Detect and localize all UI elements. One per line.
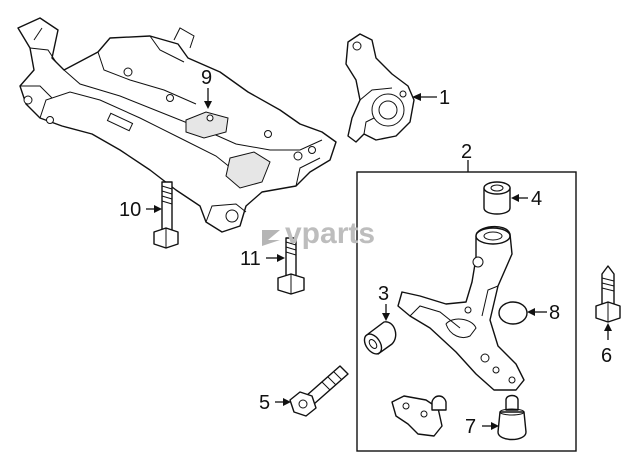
crossmember-icon [17, 17, 337, 233]
callout-10: 10 [119, 199, 141, 221]
bolt-11-icon [277, 237, 305, 295]
callout-4: 4 [531, 188, 542, 210]
callout-3: 3 [378, 283, 389, 305]
watermark-text: vparts [285, 217, 375, 250]
assembly-frame [356, 171, 577, 452]
watermark-logo: vparts [262, 217, 375, 250]
bolt-10-icon [153, 181, 179, 249]
callout-2: 2 [461, 141, 472, 163]
steering-knuckle-icon [345, 33, 415, 143]
bushing-4-icon [483, 181, 511, 215]
bushing-3-icon [363, 321, 397, 355]
callout-9: 9 [201, 67, 212, 89]
lower-control-arm-icon [397, 226, 525, 391]
bolt-5-icon [289, 365, 349, 417]
leaders [146, 88, 612, 430]
callout-8: 8 [549, 302, 560, 324]
callout-5: 5 [259, 392, 270, 414]
callout-7: 7 [465, 416, 476, 438]
callout-1: 1 [439, 87, 450, 109]
ball-joint-7-icon [497, 394, 527, 441]
callout-6: 6 [601, 345, 612, 367]
bolt-6-icon [595, 265, 621, 323]
callout-11: 11 [240, 248, 261, 270]
ball-joint-bracket-icon [391, 395, 447, 437]
dust-cap-8-icon [498, 301, 528, 325]
